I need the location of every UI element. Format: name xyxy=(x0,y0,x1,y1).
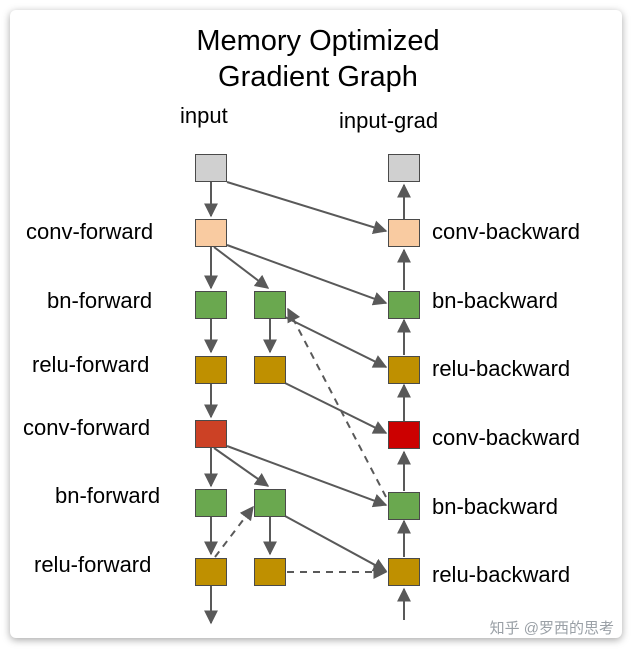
label-relu-forward-1: relu-forward xyxy=(32,352,150,377)
node-bn-forward-2-copy xyxy=(254,489,286,517)
column-header-input: input xyxy=(180,103,228,128)
node-conv-backward-1 xyxy=(388,219,420,247)
node-relu-backward-2 xyxy=(388,558,420,586)
edge-relu1copy-to-convback2 xyxy=(284,382,388,434)
edge-bn2copy-to-reluback2 xyxy=(284,515,388,572)
column-header-input-grad: input-grad xyxy=(339,108,439,133)
label-conv-backward-1: conv-backward xyxy=(432,219,580,244)
node-bn-backward-1 xyxy=(388,291,420,319)
edge-input-to-convback1 xyxy=(226,181,388,234)
edge-conv1-to-bnback1 xyxy=(226,244,388,306)
node-relu-forward-1 xyxy=(195,356,227,384)
label-relu-forward-2: relu-forward xyxy=(34,552,152,577)
node-relu-forward-2-copy xyxy=(254,558,286,586)
node-conv-forward-1 xyxy=(195,219,227,247)
watermark: 知乎 @罗西的思考 xyxy=(489,620,614,637)
node-bn-forward-1-copy xyxy=(254,291,286,319)
edge-conv1-to-bn1-copy xyxy=(213,246,270,289)
diagram-title-line2: Gradient Graph xyxy=(218,61,418,93)
edge-conv2-to-bn2-copy xyxy=(213,447,270,487)
label-bn-backward-2: bn-backward xyxy=(432,494,558,519)
node-conv-forward-2 xyxy=(195,420,227,448)
label-conv-forward-1: conv-forward xyxy=(26,219,154,244)
label-bn-forward-1: bn-forward xyxy=(47,288,153,313)
edge-bn1copy-to-reluback1 xyxy=(284,316,388,368)
label-relu-backward-1: relu-backward xyxy=(432,356,571,381)
diagram-title-line1: Memory Optimized xyxy=(196,25,440,57)
node-relu-backward-1 xyxy=(388,356,420,384)
node-input xyxy=(195,154,227,182)
label-bn-forward-2: bn-forward xyxy=(55,483,161,508)
node-relu-forward-2 xyxy=(195,558,227,586)
label-relu-backward-2: relu-backward xyxy=(432,562,571,587)
node-input-grad xyxy=(388,154,420,182)
label-conv-backward-2: conv-backward xyxy=(432,425,580,450)
edge-dashed-bnback2-to-bn1copy xyxy=(287,307,387,498)
edge-dashed-relu2-to-bn2copy xyxy=(214,505,254,558)
node-bn-backward-2 xyxy=(388,492,420,520)
label-bn-backward-1: bn-backward xyxy=(432,288,558,313)
node-bn-forward-1 xyxy=(195,291,227,319)
node-conv-backward-2 xyxy=(388,421,420,449)
node-bn-forward-2 xyxy=(195,489,227,517)
node-relu-forward-1-copy xyxy=(254,356,286,384)
edge-conv2-to-bnback2 xyxy=(226,445,388,508)
label-conv-forward-2: conv-forward xyxy=(23,415,151,440)
